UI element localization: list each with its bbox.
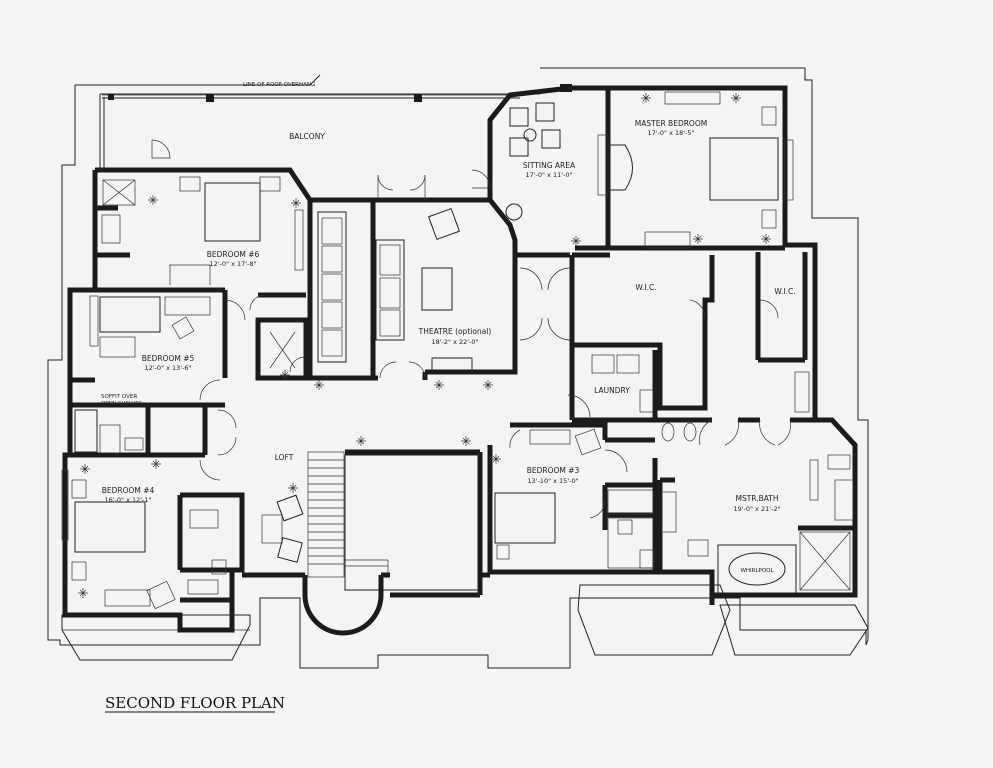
theatre-label: THEATRE (optional): [418, 327, 492, 336]
loft-label: LOFT: [275, 453, 294, 462]
stair-treads: [269, 331, 479, 591]
whirlpool-label: WHIRLPOOL: [740, 568, 774, 574]
furniture: [71, 91, 854, 610]
balcony-label: BALCONY: [289, 132, 325, 141]
bedroom-6-label: BEDROOM #6: [207, 250, 260, 259]
master-bedroom-dims: 17'-0" x 18'-5": [647, 129, 694, 137]
doors-and-windows: [61, 134, 819, 541]
wic-2-label: W.I.C.: [774, 287, 795, 296]
bedroom-6-dims: 12'-0" x 17'-8": [209, 260, 256, 268]
balcony-railing: [99, 84, 572, 170]
roof-outline: [47, 67, 869, 669]
soffit-note-line1: SOFFIT OVER: [101, 394, 137, 400]
sitting-area-dims: 17'-0" x 11'-0": [525, 171, 572, 179]
bedroom-4-dims: 16'-0" x 12'-1": [104, 496, 151, 504]
sitting-area-label: SITTING AREA: [523, 161, 576, 170]
bedroom-4-label: BEDROOM #4: [102, 486, 155, 495]
drawing-title: SECOND FLOOR PLAN: [105, 694, 285, 712]
bedroom-5-label: BEDROOM #5: [142, 354, 195, 363]
room-labels: LINE OF ROOF OVERHANG BALCONY SITTING AR…: [101, 82, 796, 574]
master-bath-dims: 19'-0" x 21'-2": [733, 505, 780, 513]
master-bath-label: MSTR.BATH: [735, 494, 778, 503]
wic-1-label: W.I.C.: [635, 283, 656, 292]
laundry-label: LAUNDRY: [594, 386, 630, 395]
bedroom-3-label: BEDROOM #3: [527, 466, 580, 475]
theatre-dims: 18'-2" x 22'-0": [431, 338, 478, 346]
master-bedroom-label: MASTER BEDROOM: [635, 119, 707, 128]
bedroom-5-dims: 12'-0" x 13'-6": [144, 364, 191, 372]
roof-overhang-note: LINE OF ROOF OVERHANG: [243, 82, 315, 88]
plant-symbols: [78, 93, 771, 598]
bedroom-3-dims: 13'-10" x 15'-0": [527, 477, 578, 485]
soffit-note-line2: OPEN SHELVES: [101, 401, 143, 407]
